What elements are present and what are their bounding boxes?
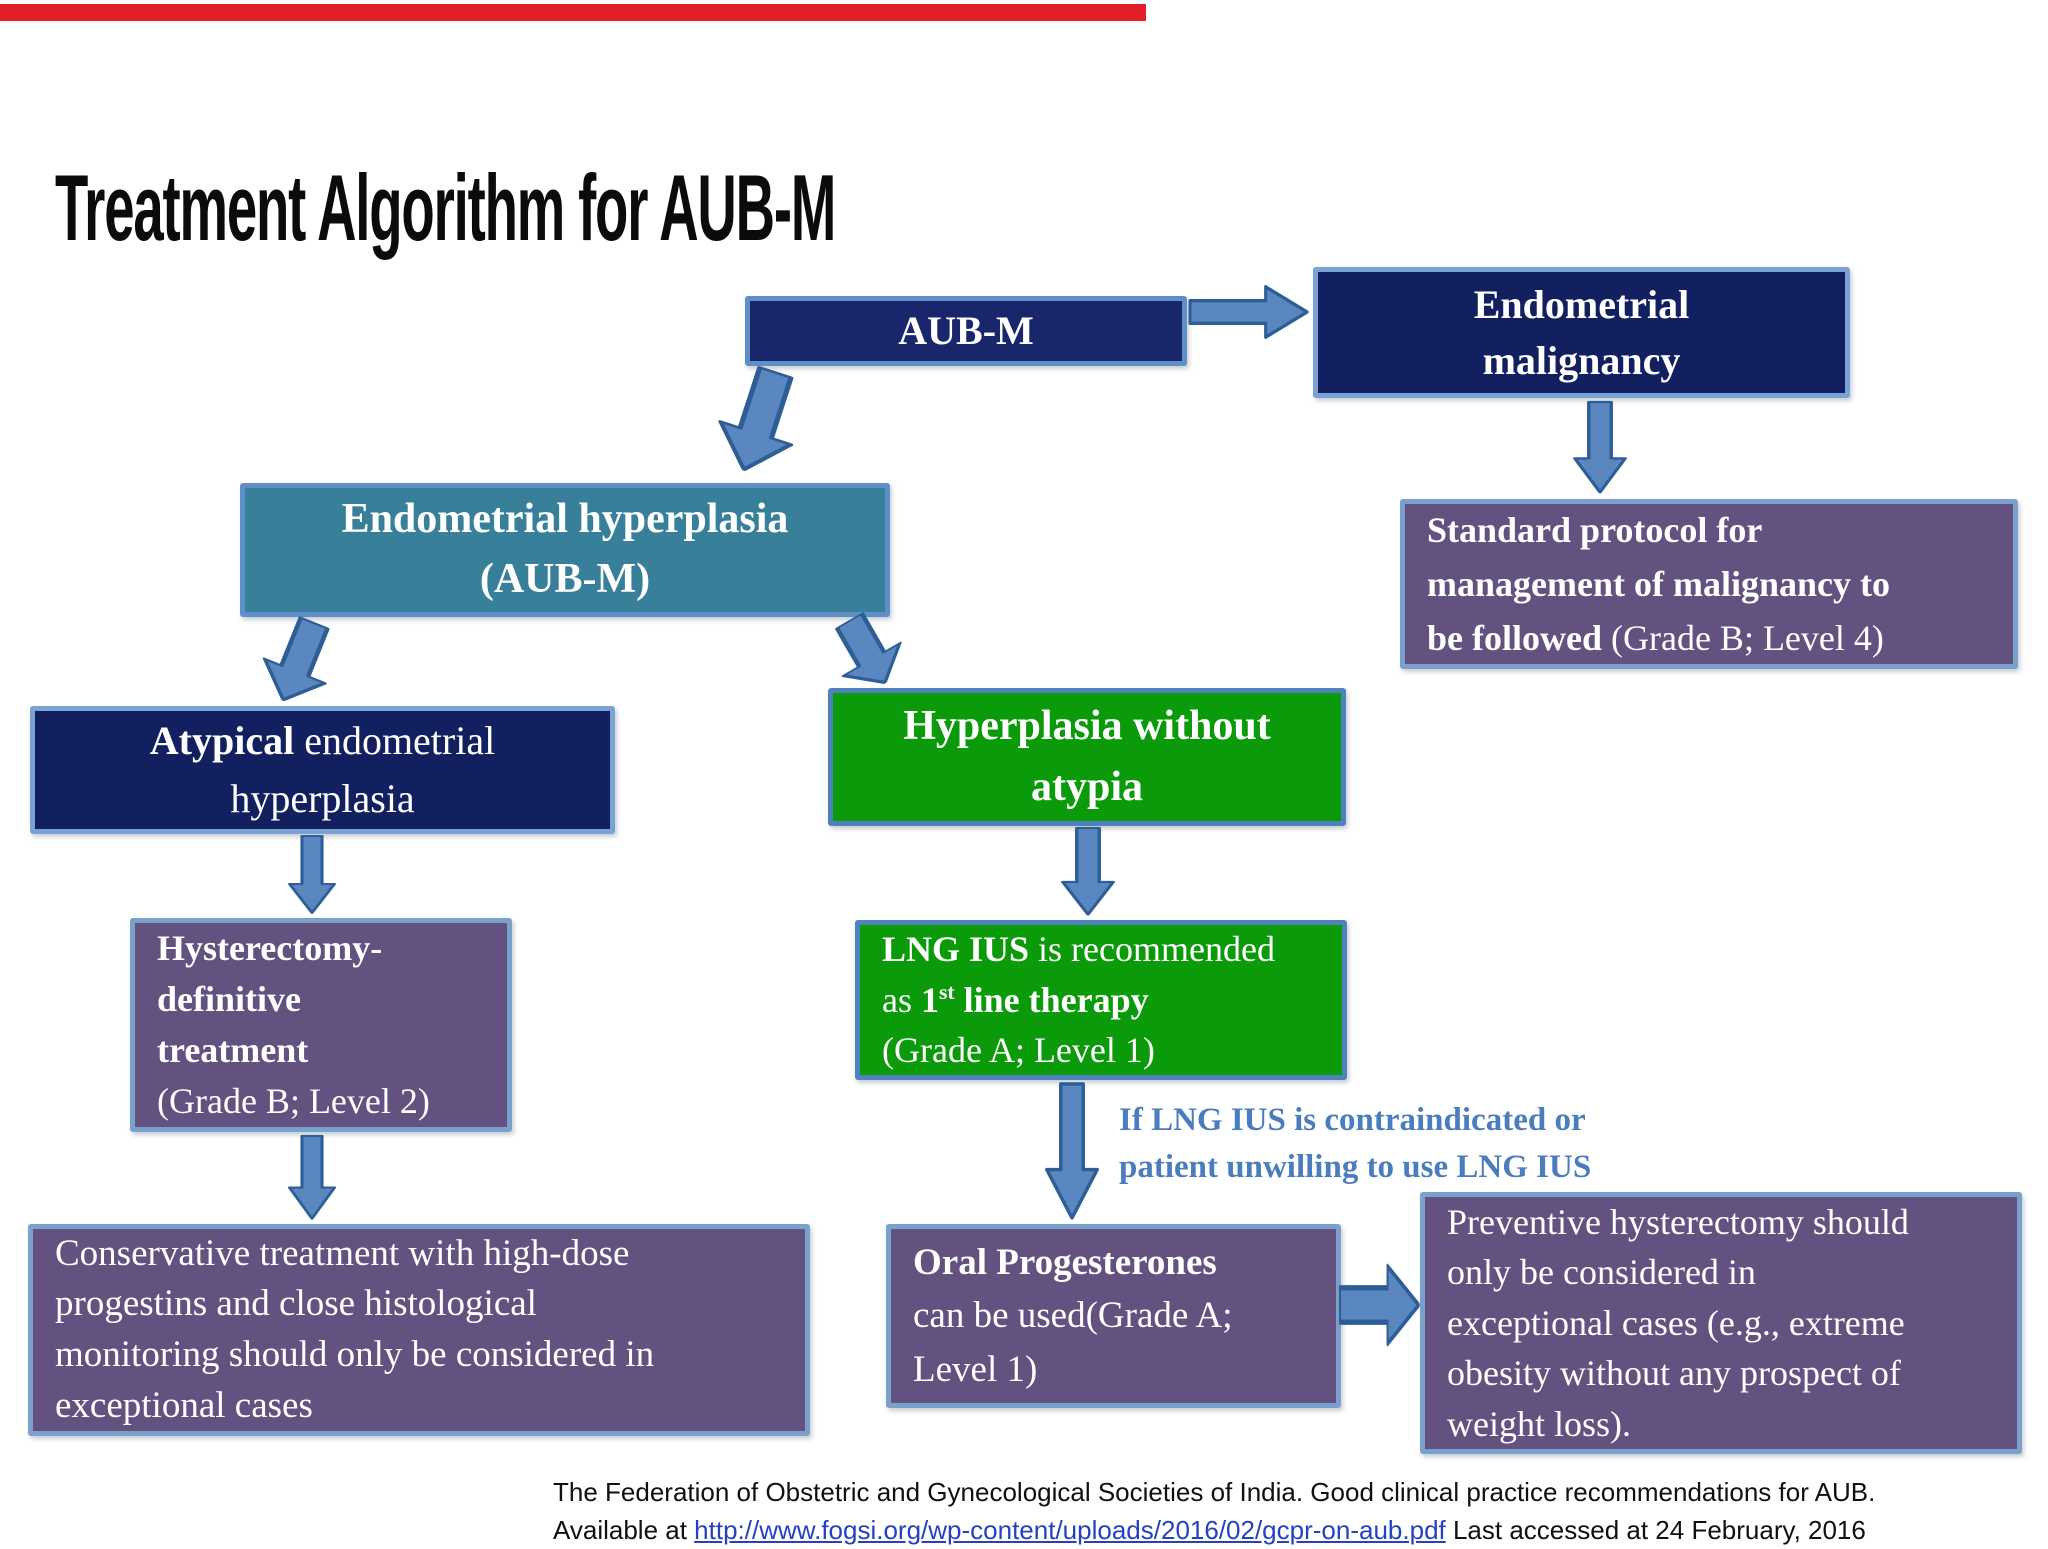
arrow-malignancy-to-protocol-icon [1573,400,1627,494]
citation-line-1: The Federation of Obstetric and Gynecolo… [553,1477,1876,1507]
slide-title: Treatment Algorithm for AUB-M [55,154,836,260]
node-endometrial-hyperplasia: Endometrial hyperplasia(AUB-M) [240,483,890,617]
arrow-hysterectomy-to-conservative-icon [287,1134,337,1220]
arrow-oral-to-preventive-icon [1338,1263,1420,1347]
arrow-aubm-to-hyperplasia-icon [718,366,794,471]
arrow-hyperplasia-to-without-atypia-icon [835,612,902,684]
arrow-hyperplasia-to-atypical-icon [262,616,330,701]
fogsi-pdf-link[interactable]: http://www.fogsi.org/wp-content/uploads/… [694,1514,1446,1545]
citation-line-2: Available at http://www.fogsi.org/wp-con… [553,1514,1866,1545]
node-aub-m: AUB-M [745,296,1187,366]
citation-footer: The Federation of Obstetric and Gynecolo… [553,1474,2033,1549]
arrow-atypical-to-hysterectomy-icon [287,835,337,914]
top-red-bar [0,4,1146,21]
arrow-aubm-to-malignancy-icon [1188,285,1309,339]
arrow-without-atypia-to-lng-icon [1061,826,1115,916]
arrow-lng-to-oral-icon [1045,1082,1099,1220]
